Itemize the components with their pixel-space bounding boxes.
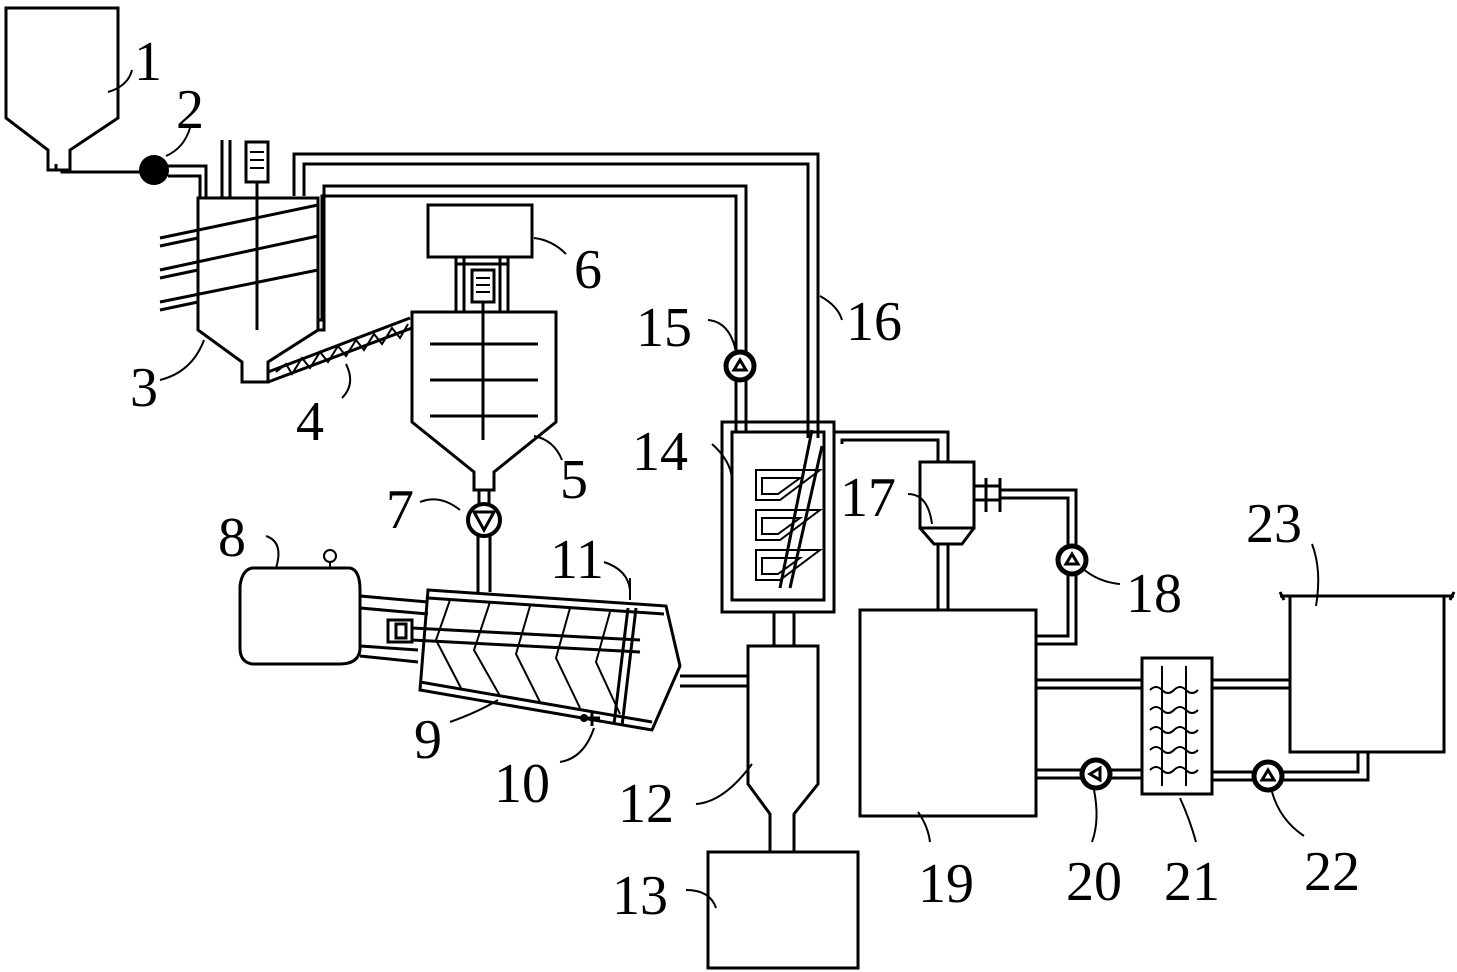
heat-exchanger-coils-21 <box>1149 666 1199 786</box>
label-10: 10 <box>494 753 550 815</box>
label-5: 5 <box>560 449 588 511</box>
pipe-14-to-17 <box>832 430 950 462</box>
label-19: 19 <box>918 853 974 915</box>
label-9: 9 <box>414 709 442 771</box>
motor-box-6 <box>426 203 534 259</box>
hopper-1 <box>4 6 120 172</box>
pipe-21-to-23-bottom <box>1212 752 1370 782</box>
label-22: 22 <box>1304 841 1360 903</box>
label-3: 3 <box>130 357 158 419</box>
pipe-17-to-19 <box>1000 488 1078 548</box>
label-14: 14 <box>632 421 688 483</box>
stirrer-blades-5 <box>430 342 538 418</box>
reaction-tank-5 <box>410 310 558 492</box>
stirrer-motor-3 <box>244 140 270 184</box>
screw-flight-4 <box>275 323 409 376</box>
label-4: 4 <box>296 391 324 453</box>
label-18: 18 <box>1126 563 1182 625</box>
pipe-21-to-23-top <box>1212 678 1290 690</box>
pump-20 <box>1079 757 1113 791</box>
condenser-14 <box>720 420 836 614</box>
label-15: 15 <box>636 297 692 359</box>
pump-18 <box>1055 543 1089 577</box>
label-12: 12 <box>618 773 674 835</box>
separator-screw-9 <box>434 599 621 715</box>
collection-box-13 <box>706 850 860 970</box>
storage-tank-19 <box>858 608 1038 818</box>
valve-2 <box>139 155 169 185</box>
label-11: 11 <box>550 529 604 591</box>
separator-17 <box>918 460 976 530</box>
coupling-8-9 <box>359 594 429 664</box>
label-7: 7 <box>386 479 414 541</box>
cyclone-12 <box>746 644 820 854</box>
label-20: 20 <box>1066 851 1122 913</box>
tank-23 <box>1278 591 1456 754</box>
label-17: 17 <box>840 467 896 529</box>
pipe-19-to-21-top <box>1036 678 1142 690</box>
pump-22 <box>1251 759 1285 793</box>
heat-exchanger-21 <box>1140 656 1214 796</box>
label-1: 1 <box>134 31 162 93</box>
label-21: 21 <box>1164 851 1220 913</box>
label-8: 8 <box>218 507 246 569</box>
pipe-valve-to-tank <box>168 164 208 198</box>
pipe-9-to-12 <box>680 674 748 688</box>
label-16: 16 <box>846 291 902 353</box>
separator-shaft-9 <box>411 626 641 654</box>
pipe-19-to-21-bottom <box>1036 768 1142 780</box>
label-2: 2 <box>176 79 204 141</box>
pump-15 <box>723 349 757 383</box>
heating-coil-3 <box>159 203 319 304</box>
separator-body-9 <box>418 588 682 732</box>
label-6: 6 <box>574 239 602 301</box>
label-23: 23 <box>1246 493 1302 555</box>
pipe-15-inner <box>318 184 748 352</box>
pipe-16-outer <box>292 152 820 438</box>
condenser-coils-14 <box>755 469 823 581</box>
separator-baffle-11 <box>612 607 638 727</box>
label-13: 13 <box>612 865 668 927</box>
leader-lines <box>107 69 1320 909</box>
pipe-hopper-to-valve <box>60 170 140 174</box>
motor-8 <box>238 566 362 666</box>
